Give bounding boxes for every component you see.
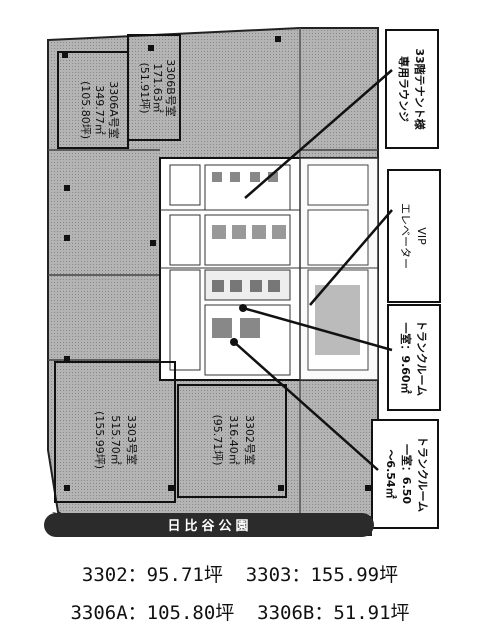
svg-text:専用ラウンジ: 専用ラウンジ	[397, 56, 411, 122]
trunk-room-1-marker	[239, 304, 247, 312]
room-3303-box[interactable]	[54, 361, 176, 503]
room-3302-label: 3302号室 316.40㎡ (95.71坪)	[211, 414, 257, 465]
svg-text:エレベーター: エレベーター	[399, 203, 412, 269]
svg-text:(51.91坪): (51.91坪)	[138, 62, 151, 113]
svg-text:316.40㎡: 316.40㎡	[227, 415, 240, 465]
room-3306b-box[interactable]	[127, 34, 181, 141]
room-3303-label: 3303号室 515.70㎡ (155.99坪)	[93, 411, 139, 469]
lounge-callout-box	[385, 29, 439, 149]
building-core	[159, 157, 379, 381]
callout-leader-lines	[233, 69, 393, 471]
svg-text:515.70㎡: 515.70㎡	[109, 415, 122, 465]
summary-line-1: 3302：95.71坪 3303：155.99坪	[81, 564, 399, 586]
trunk-room-1-label: トランクルーム 一室：9.60㎡	[399, 320, 428, 396]
svg-text:一室：9.60㎡: 一室：9.60㎡	[399, 322, 413, 393]
room-3306a-label: 3306A号室 349.77㎡ (105.80坪)	[79, 81, 121, 139]
svg-text:171.63㎡: 171.63㎡	[151, 63, 164, 113]
svg-text:トランクルーム: トランクルーム	[415, 320, 428, 396]
summary-line-2: 3306A：105.80坪 3306B：51.91坪	[70, 602, 410, 624]
park-label: 日比谷公園	[167, 518, 252, 534]
svg-text:～6.54㎡: ～6.54㎡	[384, 449, 398, 498]
svg-text:トランクルーム: トランクルーム	[416, 436, 429, 512]
svg-text:3303号室: 3303号室	[125, 415, 139, 465]
svg-text:3306B号室: 3306B号室	[164, 59, 178, 117]
trunk-room-2-label: トランクルーム 一室：6.50 ～6.54㎡	[384, 436, 429, 512]
trunk-room-2-marker	[230, 338, 238, 346]
trunk-room-1-callout-box	[387, 304, 441, 411]
park-banner-bar	[44, 513, 374, 537]
svg-text:3302号室: 3302号室	[243, 415, 257, 465]
svg-text:(155.99坪): (155.99坪)	[93, 411, 106, 469]
svg-text:(95.71坪): (95.71坪)	[211, 414, 224, 465]
svg-text:(105.80坪): (105.80坪)	[79, 81, 92, 139]
vip-callout-box	[387, 169, 441, 303]
room-3306b-label: 3306B号室 171.63㎡ (51.91坪)	[138, 59, 178, 117]
svg-text:一室：6.50: 一室：6.50	[400, 444, 414, 504]
svg-text:3306A号室: 3306A号室	[107, 81, 121, 139]
svg-text:33階テナント様: 33階テナント様	[413, 48, 427, 130]
lounge-label: 33階テナント様 専用ラウンジ	[397, 48, 427, 130]
trunk-room-2-callout-box	[371, 419, 439, 529]
room-3302-box[interactable]	[177, 384, 287, 498]
floor-plan: 3306A号室 349.77㎡ (105.80坪) 3306B号室 171.63…	[44, 27, 441, 537]
vip-elevator-label: VIP エレベーター	[399, 203, 428, 269]
svg-text:VIP: VIP	[415, 227, 428, 245]
svg-text:349.77㎡: 349.77㎡	[93, 85, 106, 135]
